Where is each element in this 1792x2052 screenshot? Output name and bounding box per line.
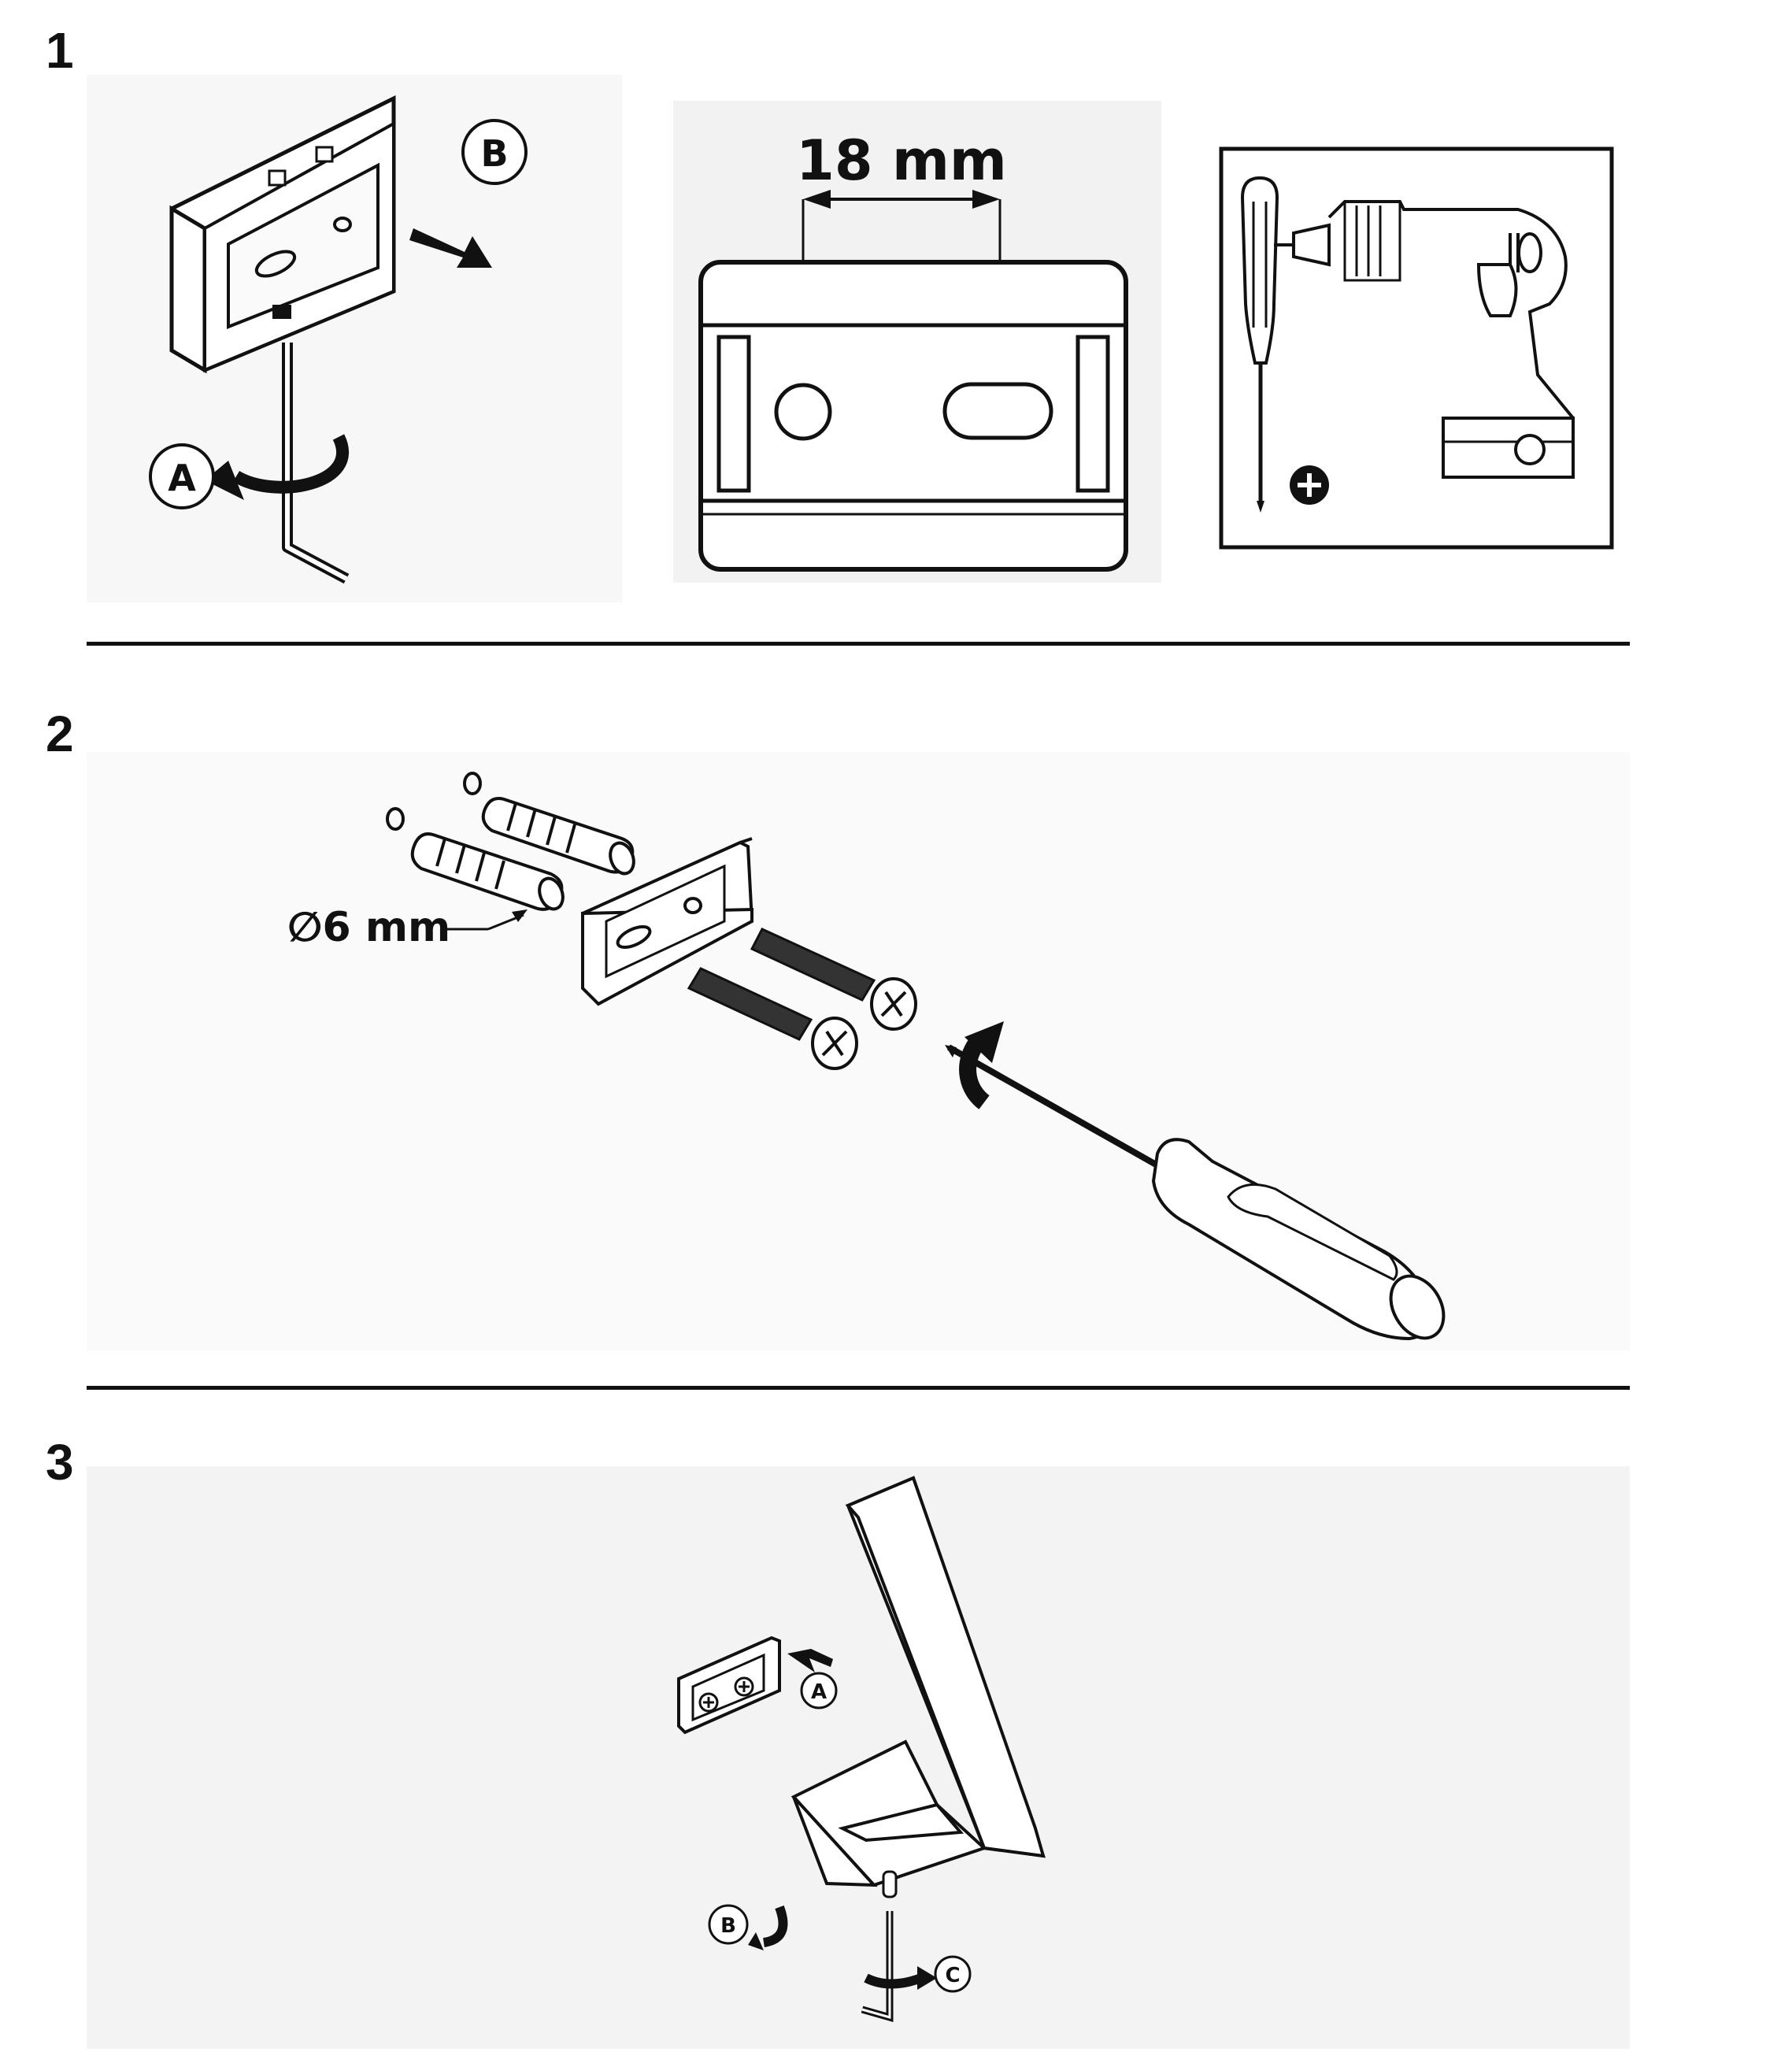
step-number-2: 2 [46, 706, 74, 762]
screwdriver-icon [1240, 176, 1279, 513]
phillips-icon [1290, 465, 1329, 505]
divider-1 [87, 642, 1630, 646]
step-number-3: 3 [46, 1434, 74, 1491]
hook-body [790, 1476, 1046, 1887]
step-number-1: 1 [46, 22, 74, 79]
step2-mounting-illustration: ∅6 mm [87, 752, 1630, 1350]
spacing-label: 18 mm [796, 128, 1007, 193]
step1-bracket-illustration: A B [87, 75, 622, 602]
screw-lower [687, 967, 858, 1070]
screw-upper [750, 928, 917, 1031]
anchor-diameter-label: ∅6 mm [287, 904, 450, 951]
callout-b: B [720, 1914, 736, 1938]
wall-bracket [580, 837, 754, 1006]
wall-anchor-upper [481, 797, 635, 876]
callout-c: C [945, 1964, 960, 1987]
callout-b: B [480, 132, 508, 175]
callout-a: A [811, 1680, 827, 1704]
wall-anchor-lower [410, 832, 565, 911]
divider-2 [87, 1386, 1630, 1390]
screwdriver-icon [945, 1044, 1446, 1341]
step3-hook-illustration: A B C [87, 1466, 1630, 2049]
step1-tools-illustration [1219, 146, 1614, 550]
callout-a: A [168, 457, 196, 499]
drill-icon [1274, 200, 1575, 479]
hook-bracket [677, 1635, 781, 1735]
step1-spacing-illustration: 18 mm [673, 101, 1161, 583]
